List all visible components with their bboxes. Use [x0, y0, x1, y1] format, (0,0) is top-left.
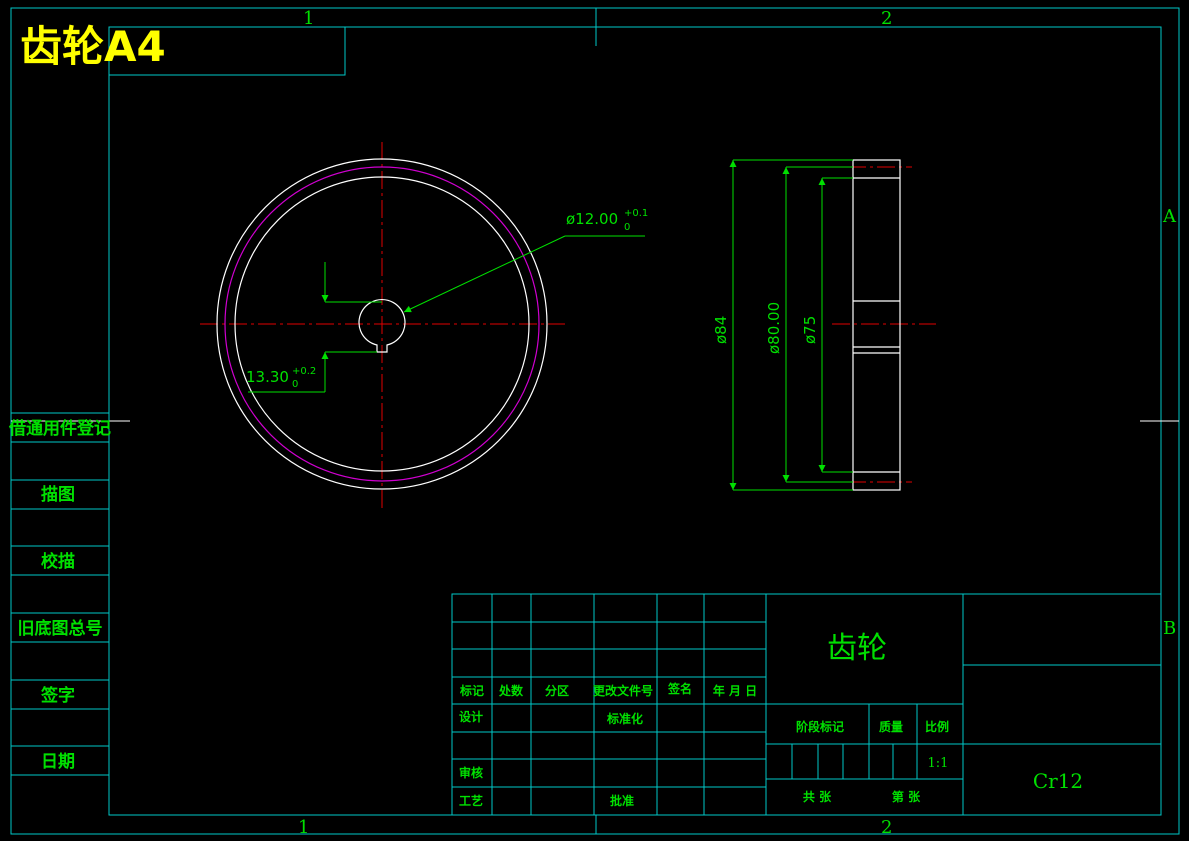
- side-panel: 借通用件登记 描图 校描 旧底图总号 签字 日期: [8, 412, 111, 776]
- side-label-signature: 签字: [40, 685, 75, 706]
- tb-approve: 批准: [610, 793, 634, 808]
- outer-diameter-dim: ø84: [712, 316, 730, 344]
- side-label-tracing: 描图: [41, 484, 75, 505]
- tb-header-sign: 签名: [667, 681, 692, 696]
- zone-col1-bottom: 1: [298, 817, 309, 838]
- front-view: [200, 142, 565, 508]
- centerlines-front: [200, 142, 565, 508]
- side-label-old-drawing-no: 旧底图总号: [18, 618, 103, 639]
- drawing-frame: [10, 7, 1180, 835]
- side-label-date: 日期: [41, 752, 75, 772]
- zone-row-b: B: [1163, 618, 1176, 639]
- tb-header-zone: 分区: [545, 683, 569, 698]
- tb-header-mark: 标记: [459, 683, 484, 698]
- tb-header-date: 年 月 日: [713, 683, 757, 698]
- tb-material: Cr12: [1033, 769, 1083, 793]
- tb-review: 审核: [459, 765, 483, 780]
- zone-labels: 1 2 1 2 A B: [298, 8, 1177, 838]
- tb-stage-mark: 阶段标记: [796, 719, 844, 734]
- bore-tol-lower: 0: [624, 222, 630, 233]
- pitch-circle: [224, 166, 540, 482]
- tb-sheet-no: 第 张: [892, 789, 921, 804]
- tb-header-count: 处数: [498, 683, 524, 698]
- zone-col2-bottom: 2: [881, 817, 892, 838]
- tb-header-change-doc: 更改文件号: [593, 683, 653, 698]
- bore-diameter-dim: ø12.00: [566, 210, 618, 228]
- keyway-tol-upper: +0.2: [292, 366, 316, 377]
- outer-circle: [216, 158, 548, 490]
- side-label-check-tracing: 校描: [41, 551, 75, 572]
- tb-scale-value: 1:1: [928, 756, 949, 771]
- keyway-depth-dim: 13.30: [246, 368, 289, 386]
- tb-scale-label: 比例: [925, 719, 949, 734]
- side-label-registry: 借通用件登记: [8, 418, 111, 439]
- tb-design: 设计: [459, 709, 483, 724]
- tb-part-name: 齿轮: [827, 631, 887, 666]
- front-dimensions: [248, 235, 645, 393]
- root-circle: [234, 176, 530, 472]
- inner-diameter-dim: ø75: [801, 316, 819, 344]
- tb-mass: 质量: [879, 719, 903, 734]
- tb-standardize: 标准化: [606, 711, 643, 726]
- tb-process: 工艺: [459, 793, 483, 808]
- bore-tol-upper: +0.1: [624, 208, 648, 219]
- zone-col1-top: 1: [303, 8, 314, 29]
- zone-col2-top: 2: [881, 8, 892, 29]
- title-block: 标记 处数 分区 更改文件号 签名 年 月 日 设计 标准化 审核 工艺 批准 …: [451, 593, 1162, 816]
- zone-row-a: A: [1162, 206, 1177, 227]
- tb-total-sheets: 共 张: [803, 789, 832, 804]
- drawing-title: 齿轮A4: [20, 22, 166, 71]
- bore-with-keyway: [358, 298, 406, 353]
- keyway-tol-lower: 0: [292, 379, 298, 390]
- mid-diameter-dim: ø80.00: [765, 302, 783, 354]
- side-view: ø84 ø80.00 ø75: [712, 159, 936, 491]
- bore-diameter-value: ø12.00: [566, 210, 618, 228]
